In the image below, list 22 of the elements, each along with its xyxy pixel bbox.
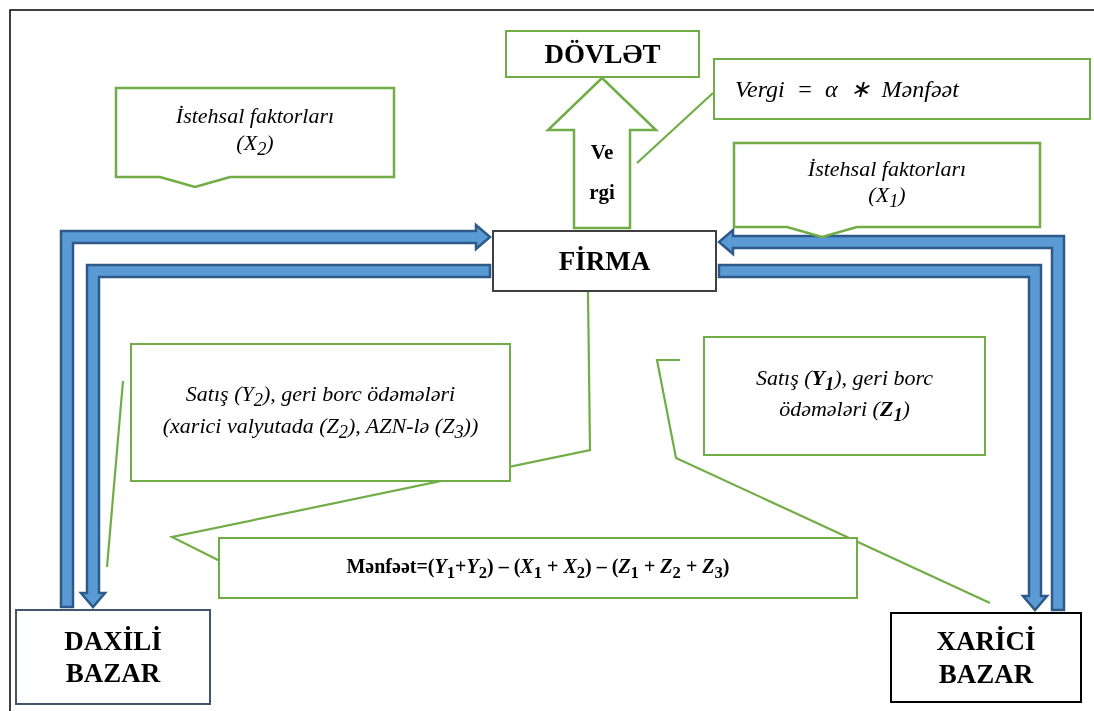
entity-box (505, 30, 700, 78)
formula-box (218, 537, 858, 599)
node-label: DAXİLİ BAZAR (63, 624, 163, 690)
formula-box (713, 58, 1091, 120)
node-text: İstehsal faktorları (X$_{2}$) (174, 103, 336, 161)
node-label: DÖVLƏT (544, 37, 661, 71)
node-text: Vergi (588, 139, 616, 206)
entity-box (15, 609, 211, 705)
leader-line (105, 380, 125, 568)
leader-line (655, 358, 991, 604)
node-text: Satış (Y$_{1}$), geri borc ödəmələri (Z$_{1}$) (755, 364, 934, 428)
entity-box (890, 612, 1082, 703)
node-text: Satış (Y$_{2}$), geri borc ödəmələri (xarici valyutada (Z$_{2}$), AZN-lə (Z$_{3}$)) (161, 381, 480, 444)
node-text: İstehsal faktorları (X$_{1}$) (806, 155, 968, 214)
note-box (703, 336, 986, 456)
note-box (130, 343, 511, 482)
node-label: FİRMA (558, 244, 651, 278)
entity-box (492, 230, 717, 292)
node-text: Vergi = α ∗ Mənfəət (735, 74, 959, 104)
node-label: XARİCİ BAZAR (935, 625, 1037, 690)
node-label: Mənfəət=(Y$_{1}$+Y$_{2}$) – (X$_{1}$ + X$_{2}$) – (Z$_{1}$ + Z$_{2}$ + Z$_{3}$) (346, 553, 730, 583)
leader-line (636, 92, 714, 164)
